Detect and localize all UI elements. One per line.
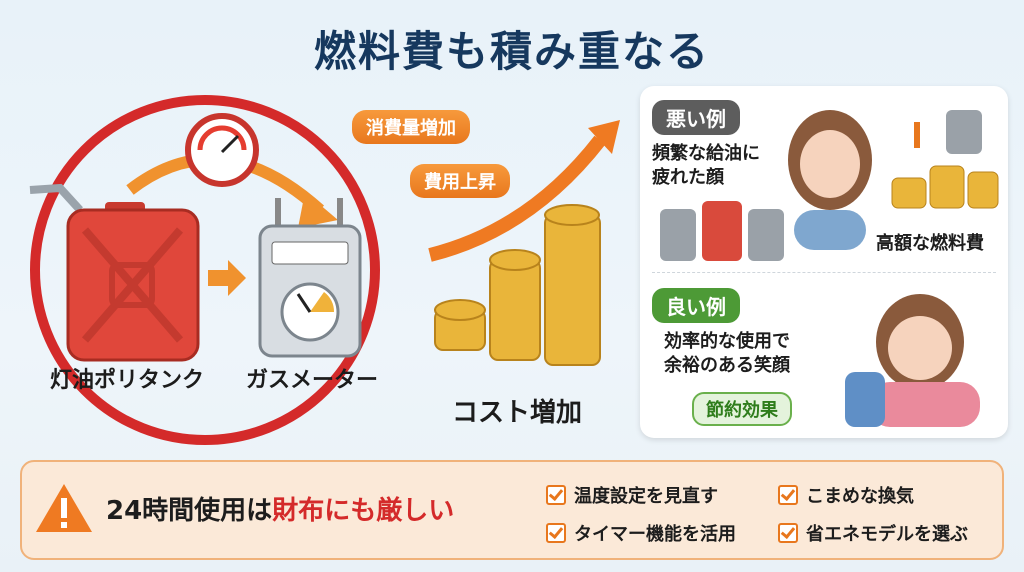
happy-person-icon [845, 294, 980, 427]
tip-item: 省エネモデルを選ぶ [778, 520, 968, 546]
gauge-icon [185, 113, 259, 187]
page-title: 燃料費も積み重なる [313, 27, 710, 76]
warning-highlight: 財布にも厳しい [272, 496, 455, 526]
good-example-line1: 効率的な使用で [664, 331, 790, 352]
cost-label: コスト増加 [452, 398, 583, 428]
cost-illustration [428, 120, 620, 366]
warning-bar: 24時間使用は財布にも厳しい 温度設定を見直す こまめな換気 タイマー機能を活用… [20, 460, 1004, 560]
comparison-panel: 悪い例 頻繁な給油に 疲れた顔 高額な燃料費 良い例 効率的な使用で 余裕のある… [640, 86, 1008, 438]
check-icon [778, 485, 798, 505]
tip-item: 温度設定を見直す [546, 482, 718, 508]
bad-example-caption: 高額な燃料費 [876, 233, 984, 254]
tank-label: 灯油ポリタンク [50, 368, 205, 393]
fuel-tank-icon [29, 183, 200, 362]
bad-example-line2: 疲れた顔 [652, 167, 724, 188]
bad-example-tag: 悪い例 [652, 100, 740, 135]
cost-rise-pill: 費用上昇 [410, 164, 510, 198]
good-example-line2: 余裕のある笑顔 [664, 355, 790, 376]
fuel-coins-icon [891, 110, 999, 209]
tired-person-icon [788, 110, 872, 250]
rising-arrow [428, 135, 606, 262]
fuel-illustration [29, 95, 380, 445]
check-icon [778, 523, 798, 543]
bad-illustration [660, 201, 784, 261]
coin-stack-icon [434, 204, 601, 366]
right-arrow-icon [208, 260, 246, 296]
good-example-tag: 良い例 [652, 288, 740, 323]
warning-prefix: 24時間使用は [106, 496, 273, 526]
meter-label: ガスメーター [246, 368, 379, 393]
consumption-pill: 消費量増加 [352, 110, 470, 144]
check-icon [546, 523, 566, 543]
gas-meter-icon [258, 198, 362, 358]
warning-icon [36, 484, 92, 532]
bad-example-line1: 頻繁な給油に [652, 143, 760, 164]
tip-item: タイマー機能を活用 [546, 520, 736, 546]
warning-text: 24時間使用は財布にも厳しい [106, 490, 454, 527]
tip-item: こまめな換気 [778, 482, 914, 508]
check-icon [546, 485, 566, 505]
red-circle [30, 95, 380, 445]
divider [652, 272, 996, 273]
savings-badge: 節約効果 [692, 392, 792, 426]
